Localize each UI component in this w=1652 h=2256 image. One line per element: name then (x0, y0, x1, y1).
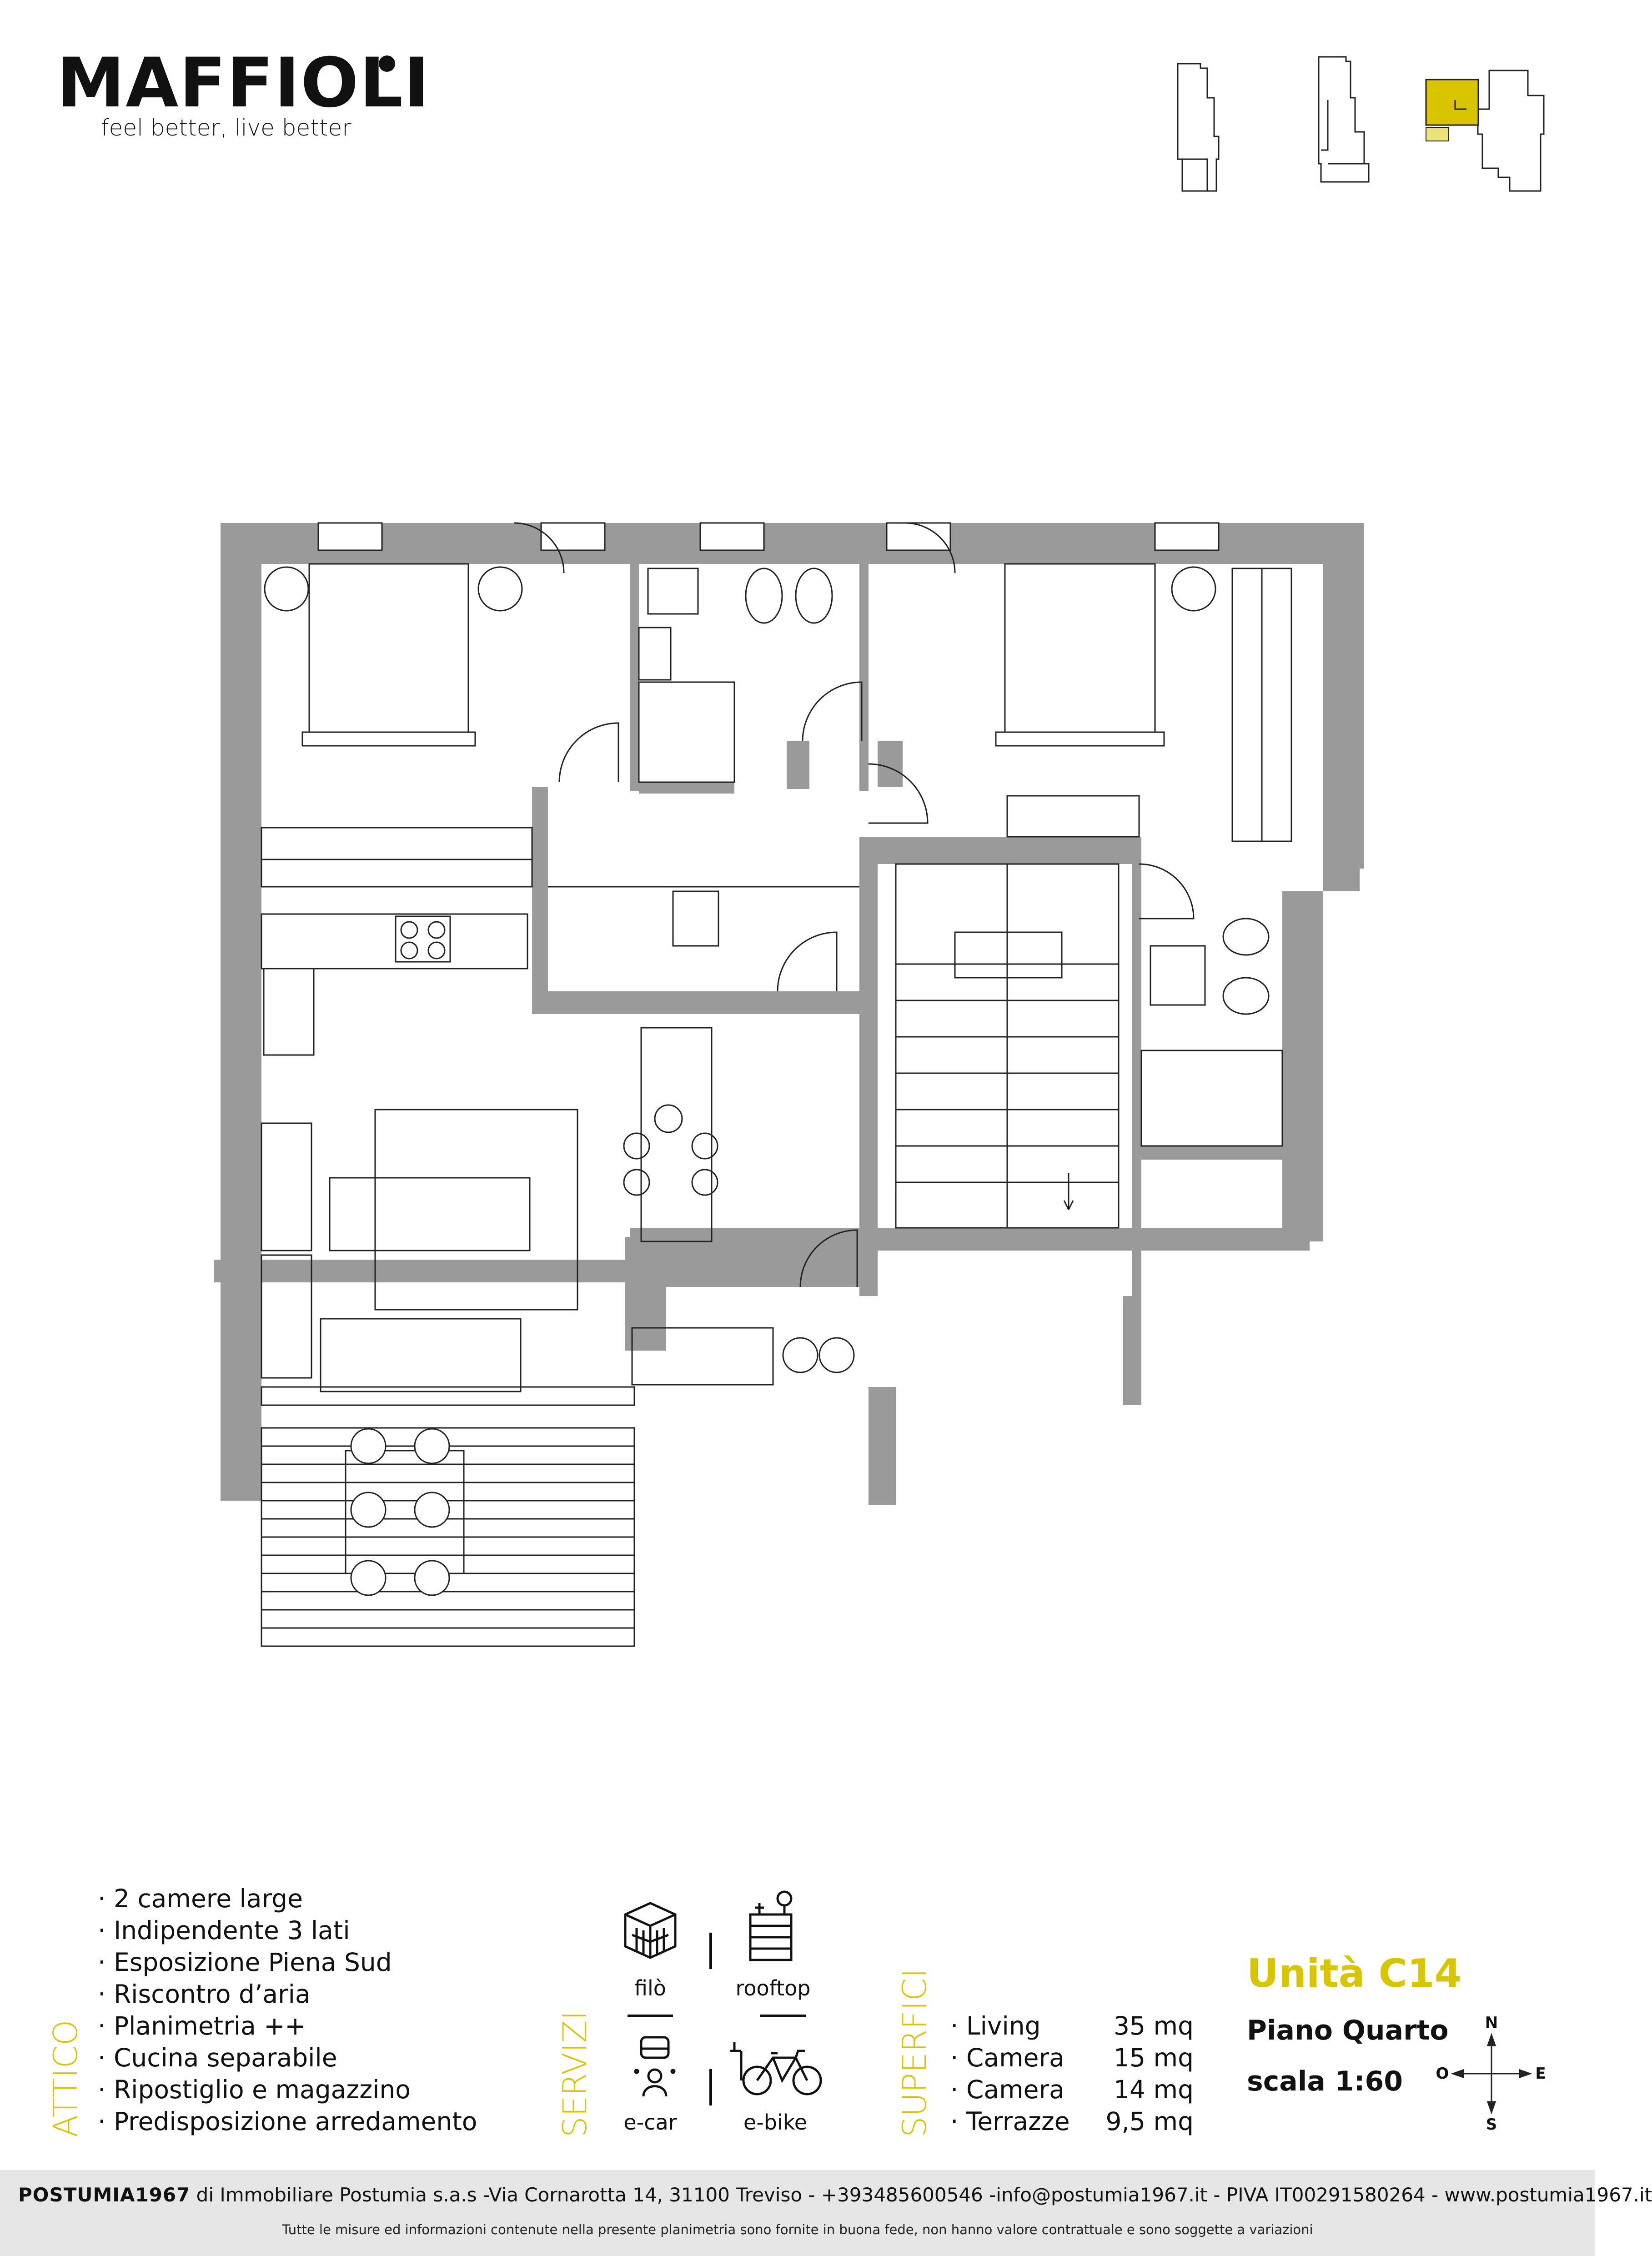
plan-furniture (261, 522, 1292, 1647)
surface-name: · Camera (950, 2043, 1065, 2072)
washer (782, 1337, 818, 1373)
surface-name: · Living (950, 2011, 1041, 2040)
sofa-2 (320, 1318, 522, 1392)
footer-contact: POSTUMIA1967 di Immobiliare Postumia s.a… (18, 2184, 1652, 2206)
dryer (818, 1337, 855, 1373)
shower-1 (638, 681, 735, 783)
toilet-2 (1222, 918, 1270, 956)
surface-value: 35 mq (1114, 2011, 1194, 2040)
hob (395, 915, 451, 963)
grid-cube-icon (624, 1902, 677, 1959)
wardrobe-left (261, 827, 533, 888)
tv-unit (261, 1122, 312, 1251)
features-list: 2 camere large Indipendente 3 lati Espos… (98, 1883, 477, 2137)
feature-item: Predisposizione arredamento (98, 2105, 477, 2137)
plan-walls (214, 523, 1364, 1505)
surface-value: 15 mq (1114, 2043, 1194, 2072)
brand-dot-icon (379, 55, 395, 72)
compass-n: N (1485, 2014, 1498, 2032)
terrace-table (345, 1450, 465, 1574)
feature-item: Riscontro d’aria (98, 1978, 477, 2010)
service-label-filo: filò (634, 1976, 666, 2000)
kitchen-counter (261, 913, 528, 970)
rug (374, 1109, 578, 1311)
unit-scale: scala 1:60 (1247, 2065, 1403, 2097)
feature-item: Indipendente 3 lati (98, 1914, 477, 1946)
feature-item: 2 camere large (98, 1883, 477, 1914)
keyplan-floor-3 (1477, 70, 1545, 192)
service-label-rooftop: rooftop (735, 1976, 811, 2000)
kitchen-sink (263, 968, 315, 1056)
feature-item: Cucina separabile (98, 2042, 477, 2074)
feature-item: Esposizione Piena Sud (98, 1946, 477, 1978)
service-divider (760, 2015, 806, 2017)
section-label-attico: ATTICO (46, 2020, 85, 2137)
rooftop-icon (749, 1890, 793, 1961)
compass-arrows-icon (1451, 2033, 1532, 2115)
surface-value: 14 mq (1114, 2075, 1194, 2104)
keyplan-floor-1 (1177, 63, 1220, 192)
compass-rose: N S E O (1432, 2014, 1551, 2134)
service-divider (628, 2015, 673, 2017)
building-keyplan (1177, 56, 1545, 192)
footer-details: di Immobiliare Postumia s.a.s -Via Corna… (196, 2184, 1652, 2206)
plan-window-openings (317, 522, 1220, 551)
compass-o: O (1436, 2065, 1449, 2083)
bedside-left-1 (264, 566, 309, 612)
bed-right (1004, 563, 1156, 733)
section-label-servizi: SERVIZI (556, 2010, 594, 2137)
sofa-1 (329, 1177, 531, 1251)
floor-plan (214, 522, 1364, 1647)
bedside-right (1171, 566, 1216, 612)
service-separator (709, 2069, 712, 2105)
e-car-icon (634, 2036, 676, 2097)
surface-name-text: Terrazze (966, 2107, 1070, 2136)
brand-dot-small-icon (372, 61, 378, 68)
compass-s: S (1486, 2115, 1497, 2134)
surface-name: · Camera (950, 2075, 1065, 2104)
washbasin-2 (1150, 945, 1206, 1006)
storage-cabinet (672, 890, 719, 947)
desk (631, 1327, 774, 1386)
feature-item: Planimetria ++ (98, 2010, 477, 2042)
brand-tagline: feel better, live better (101, 115, 351, 141)
surface-name-text: Camera (966, 2043, 1065, 2072)
feature-item: Ripostiglio e magazzino (98, 2074, 477, 2105)
service-label-e-car: e-car (623, 2110, 677, 2135)
section-label-superfici: SUPERFICI (895, 1968, 934, 2138)
bidet-2 (1222, 977, 1270, 1015)
washbasin-1 (647, 568, 699, 615)
keyplan-highlight-terrace (1426, 127, 1449, 141)
footer-disclaimer: Tutte le misure ed informazioni contenut… (282, 2222, 1313, 2237)
brand-logo: MAFFIOLI (57, 44, 431, 123)
footer (0, 2170, 1595, 2256)
bed-left (308, 563, 469, 733)
kitchen-island (640, 1027, 713, 1242)
e-bike-icon (730, 2042, 822, 2095)
keyplan-floor-2 (1318, 56, 1370, 183)
keyplan-highlight-unit (1425, 79, 1479, 126)
unit-floor: Piano Quarto (1247, 2015, 1449, 2046)
service-label-e-bike: e-bike (743, 2110, 808, 2135)
compass-e: E (1535, 2065, 1546, 2083)
unit-title: Unità C14 (1247, 1951, 1462, 1996)
bidet-1 (795, 568, 833, 624)
footer-company: POSTUMIA1967 (18, 2184, 191, 2206)
toilet-1 (745, 568, 783, 624)
service-separator (709, 1933, 712, 1969)
shower-2 (1140, 1050, 1283, 1147)
bedside-left-2 (477, 566, 523, 612)
surface-name-text: Camera (966, 2075, 1065, 2104)
surface-name: · Terrazze (950, 2107, 1070, 2136)
surface-value: 9,5 mq (1105, 2107, 1194, 2136)
surface-name-text: Living (966, 2011, 1041, 2040)
